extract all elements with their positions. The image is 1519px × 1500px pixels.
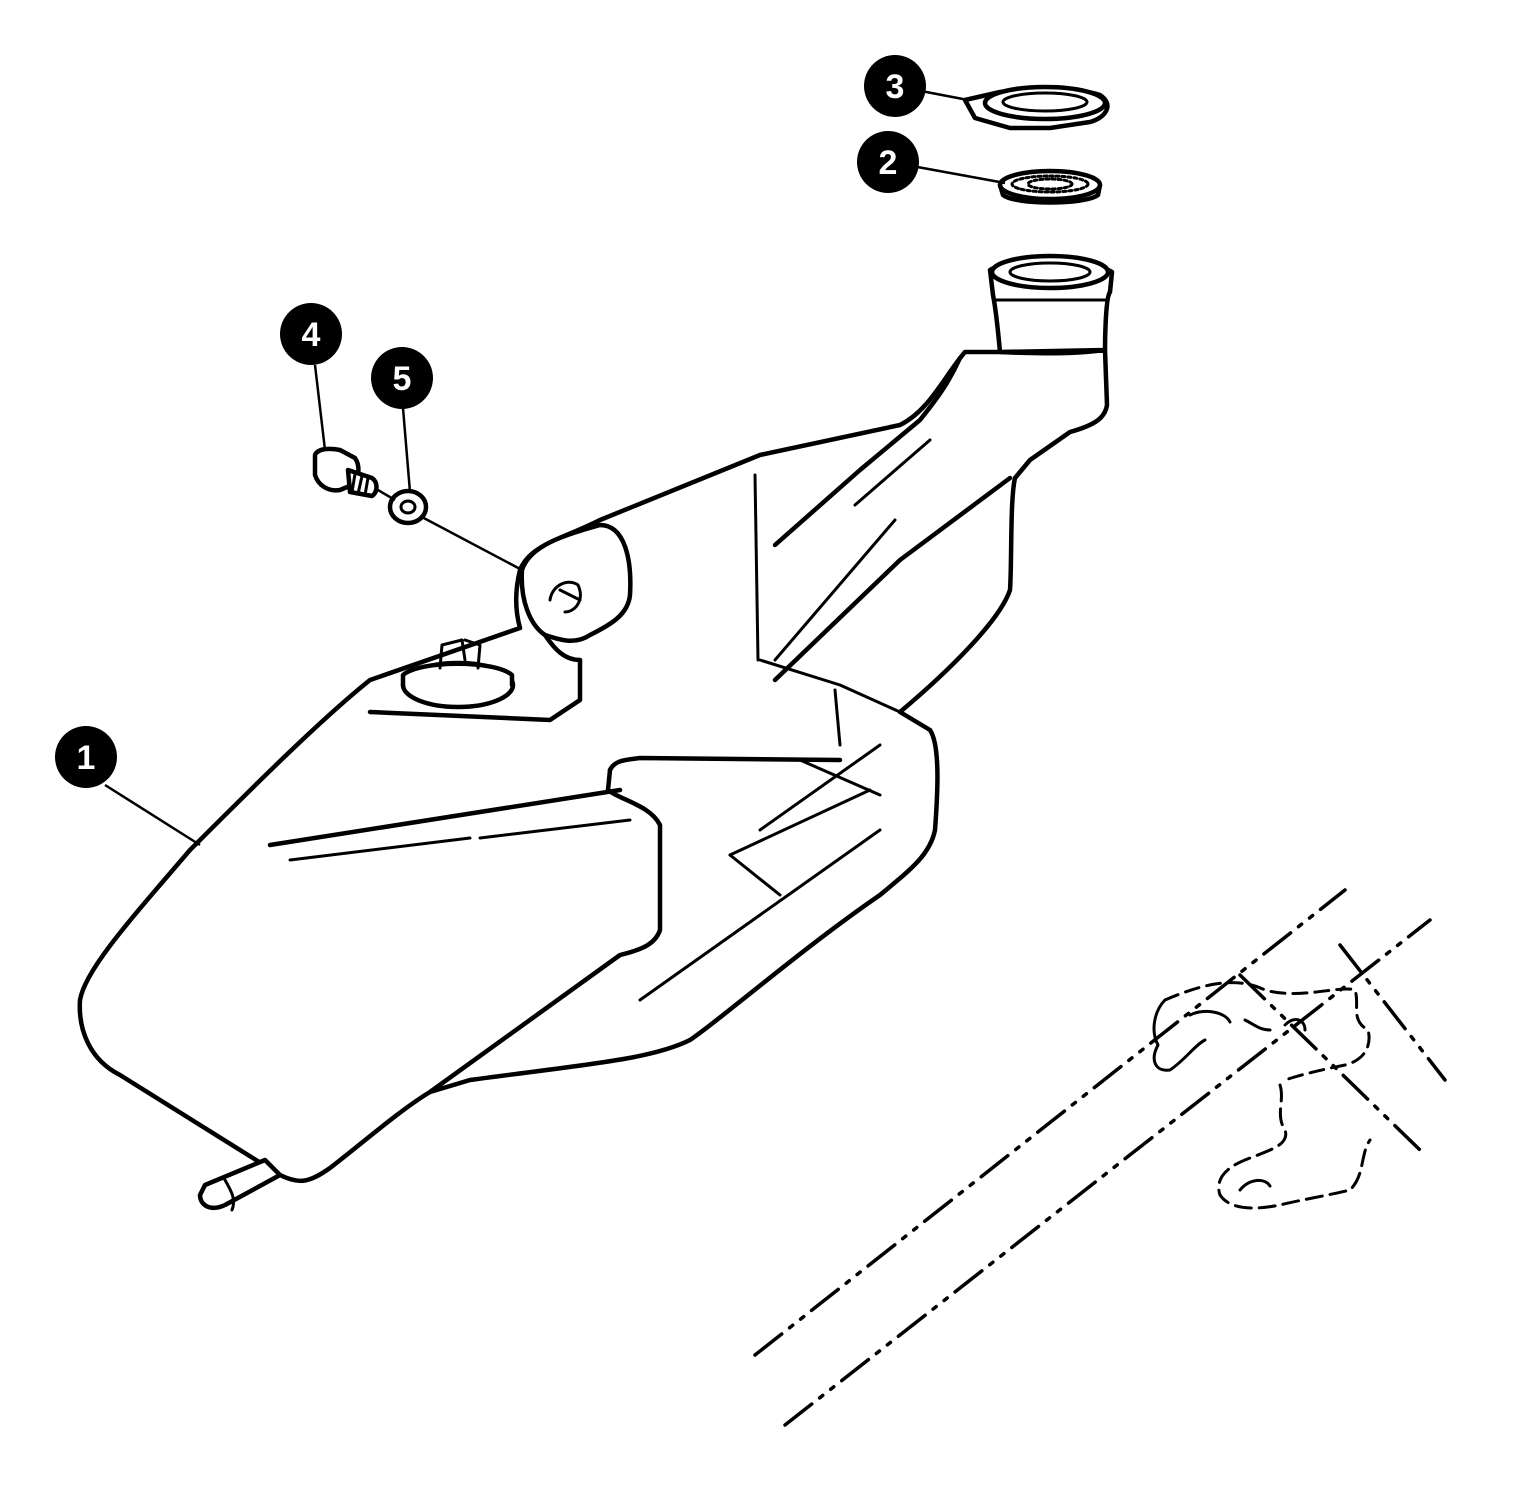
callout-3: 3 (864, 55, 926, 117)
callout-2: 2 (857, 131, 919, 193)
mounting-bolt (312, 446, 379, 499)
washer (387, 488, 429, 526)
callout-3-label: 3 (886, 68, 905, 106)
vehicle-body-phantom-lines (753, 888, 1447, 1427)
callout-2-label: 2 (879, 144, 898, 182)
callout-5-label: 5 (393, 360, 412, 398)
reservoir-tank (77, 253, 1115, 1212)
callout-1-label: 1 (77, 739, 96, 777)
callout-4: 4 (280, 303, 342, 365)
callout-1: 1 (55, 726, 117, 788)
strainer-filter (997, 168, 1103, 205)
callout-5: 5 (371, 347, 433, 409)
filler-cap (962, 84, 1110, 131)
callout-4-label: 4 (302, 316, 321, 354)
